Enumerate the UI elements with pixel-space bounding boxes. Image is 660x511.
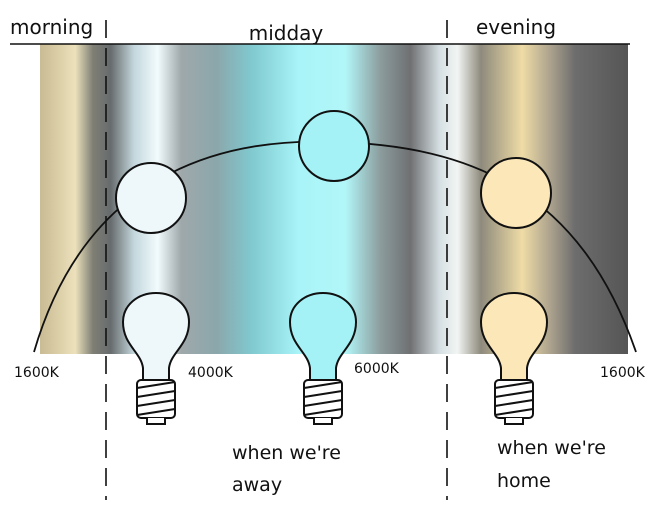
bulb-glass bbox=[121, 291, 191, 381]
bulb-tip bbox=[313, 418, 333, 425]
label-midday: midday bbox=[249, 21, 324, 45]
morning-light-circle bbox=[115, 162, 187, 234]
bulb-screw-threads bbox=[494, 381, 534, 416]
bulb-screw-threads bbox=[136, 381, 176, 416]
bulb-tip bbox=[504, 418, 524, 425]
bulb-screw-threads bbox=[303, 381, 343, 416]
note-away-line2: away bbox=[232, 474, 282, 496]
note-away-line1: when we're bbox=[232, 442, 341, 464]
label-morning: morning bbox=[10, 15, 93, 39]
label-kelvin-right: 1600K bbox=[600, 365, 646, 381]
bulb-daylight bbox=[288, 291, 358, 425]
bulb-glass bbox=[479, 291, 549, 381]
bulb-warm-white bbox=[479, 291, 549, 425]
note-home-line1: when we're bbox=[497, 437, 606, 459]
label-evening: evening bbox=[476, 15, 556, 39]
label-kelvin-left: 1600K bbox=[14, 365, 60, 381]
bulb-cool-white bbox=[121, 291, 191, 425]
bulb-tip bbox=[146, 418, 166, 425]
bulb-glass bbox=[288, 291, 358, 381]
evening-light-circle bbox=[480, 157, 552, 229]
label-kelvin-4000: 4000K bbox=[188, 365, 234, 381]
note-home-line2: home bbox=[497, 470, 551, 492]
label-kelvin-6000: 6000K bbox=[354, 361, 400, 377]
midday-light-circle bbox=[298, 110, 370, 182]
